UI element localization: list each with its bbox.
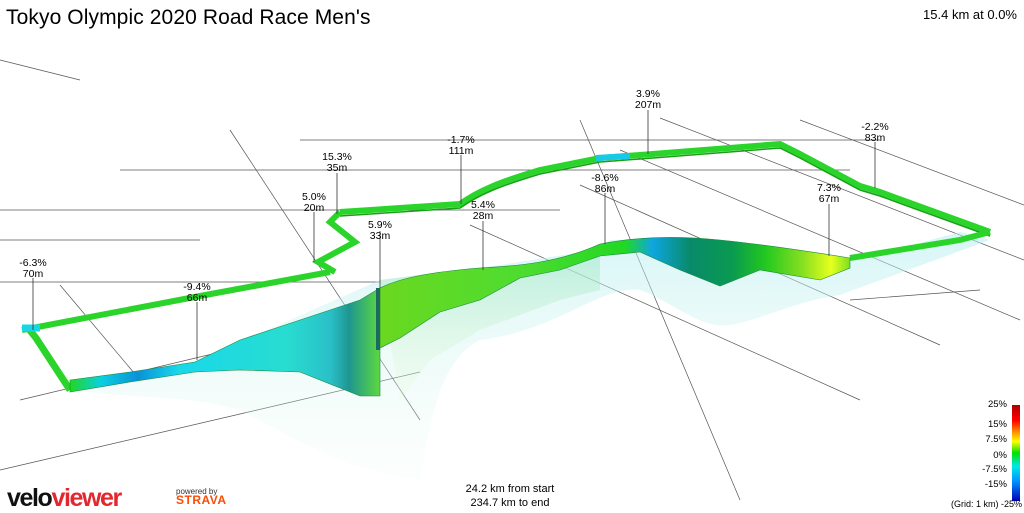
grid-note: (Grid: 1 km) -25% [951, 499, 1022, 509]
legend-label: 25% [987, 399, 1007, 410]
legend-label: 0% [993, 450, 1007, 461]
annotation-elev: 86m [595, 183, 616, 195]
annotation-grade: 3.9% [636, 88, 660, 100]
annotation-grade: 5.9% [368, 219, 392, 231]
route-ribbon-front [69, 237, 851, 397]
veloviewer-logo[interactable]: veloviewer [7, 484, 122, 513]
annotation-elev: 28m [473, 210, 494, 222]
legend-label: -25% [1000, 499, 1022, 509]
annotation-elev: 207m [635, 99, 662, 111]
annotation-grade: 15.3% [322, 151, 352, 163]
legend-label: 7.5% [985, 434, 1007, 445]
annotation-elev: 67m [819, 193, 840, 205]
annotation-grade: -8.6% [591, 172, 618, 184]
distance-from-start: 24.2 km from start [465, 483, 555, 495]
page-title: Tokyo Olympic 2020 Road Race Men's [6, 6, 371, 29]
annotation-grade: 7.3% [817, 182, 841, 194]
annotation-elev: 83m [865, 132, 886, 144]
annotation-elev: 111m [449, 145, 474, 157]
annotation-grade: 5.0% [302, 191, 326, 203]
legend-label: 15% [987, 419, 1007, 430]
annotation-grade: -6.3% [19, 257, 46, 269]
annotation-grade: 5.4% [471, 199, 495, 211]
annotation-grade: -9.4% [183, 281, 210, 293]
annotation-grade: -1.7% [447, 134, 474, 146]
annotation-elev: 35m [327, 162, 348, 174]
strava-logo: STRAVA [176, 493, 227, 507]
logo-viewer: viewer [51, 484, 122, 512]
gradient-legend-bar [1012, 405, 1020, 501]
distance-readout: 24.2 km from start 234.7 km to end [440, 482, 580, 510]
logo-velo: velo [7, 484, 53, 512]
powered-by-text: powered by [176, 487, 218, 496]
cursor-readout: 15.4 km at 0.0% [923, 7, 1017, 22]
annotation-elev: 70m [23, 268, 44, 280]
legend-label: -7.5% [982, 464, 1007, 475]
annotation-elev: 66m [187, 292, 208, 304]
route-ribbon-back [21, 140, 992, 392]
annotation-elev: 20m [304, 202, 325, 214]
annotation-leaders [32, 110, 876, 360]
distance-to-end: 234.7 km to end [470, 497, 550, 509]
annotation-elev: 33m [370, 230, 391, 242]
legend-label: -15% [984, 479, 1007, 490]
annotation-labels: -6.3% 70m -9.4% 66m 5.0% 20m 15.3% 35m 5… [19, 88, 888, 304]
strava-badge[interactable]: powered by STRAVA [176, 487, 227, 507]
annotation-grade: -2.2% [861, 121, 888, 133]
grid-note-text: (Grid: 1 km) [950, 499, 999, 509]
